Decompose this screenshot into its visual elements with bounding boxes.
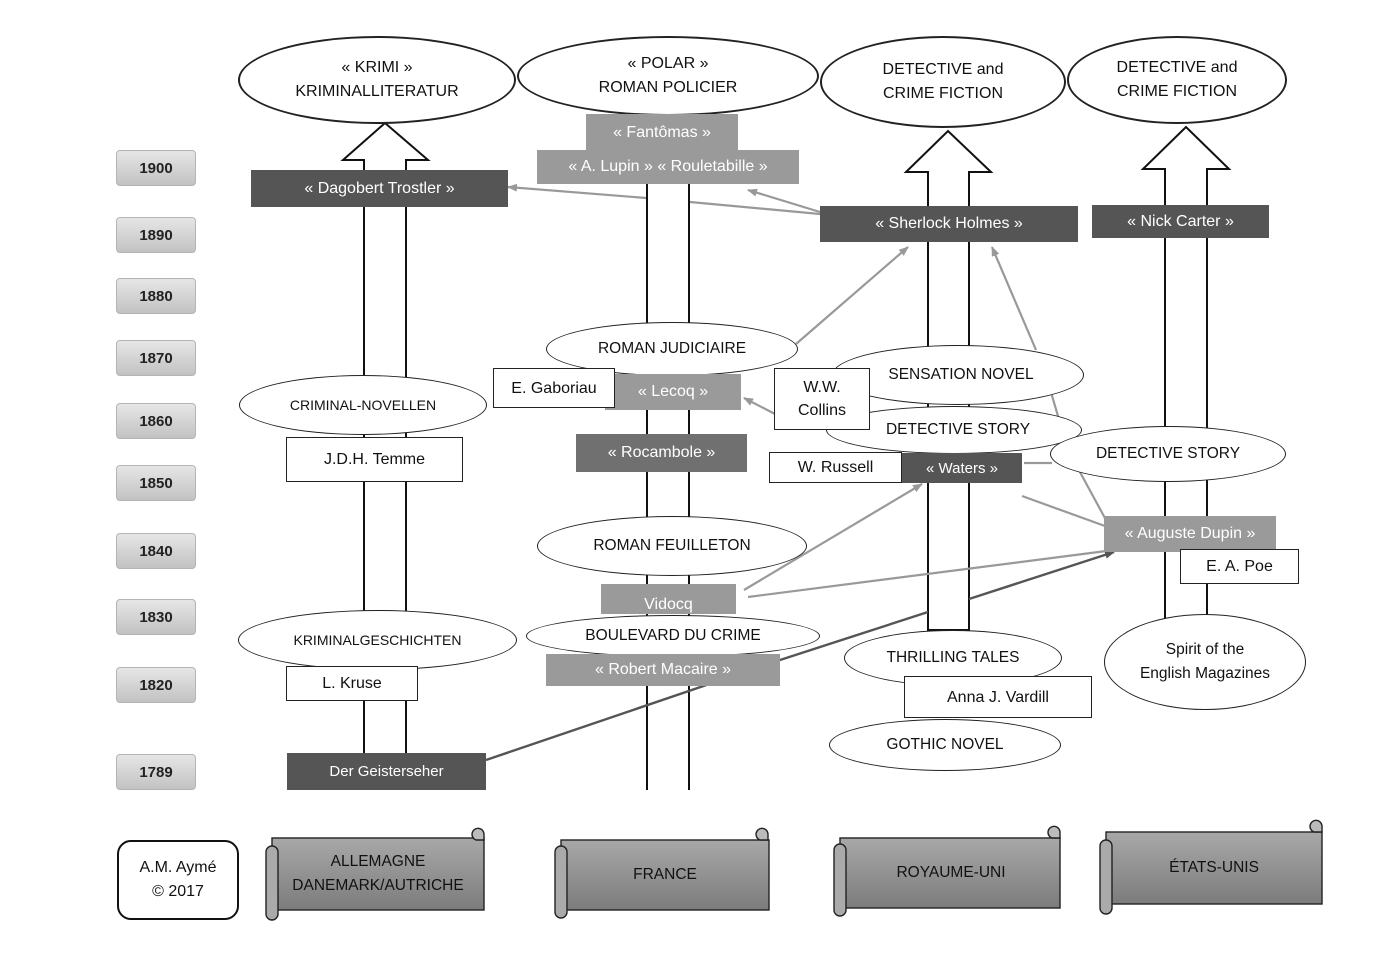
author-gaboriau: E. Gaboriau (493, 368, 615, 408)
genre-sensation-novel: SENSATION NOVEL (832, 345, 1084, 405)
character-robert-macaire: « Robert Macaire » (546, 654, 780, 686)
genre-criminal-novellen: CRIMINAL-NOVELLEN (239, 375, 487, 435)
genre-spirit-line2: English Magazines (1139, 665, 1271, 682)
genre-polar-line1: « POLAR » (627, 55, 709, 72)
genre-polar: « POLAR » ROMAN POLICIER (517, 36, 819, 116)
character-vidocq: Vidocq (601, 584, 736, 614)
genre-detective-uk-line1: DETECTIVE and (882, 61, 1004, 78)
country-us: ÉTATS-UNIS (1169, 859, 1259, 876)
year-1850: 1850 (116, 465, 196, 501)
credit-copyright: © 2017 (152, 883, 204, 900)
year-1860: 1860 (116, 403, 196, 439)
scroll-germany (265, 827, 485, 921)
year-1830: 1830 (116, 599, 196, 635)
character-nick-carter: « Nick Carter » (1092, 205, 1269, 238)
genre-roman-feuilleton: ROMAN FEUILLETON (537, 516, 807, 576)
genre-krimi-line2: KRIMINALLITERATUR (295, 83, 459, 100)
character-lupin-rouletabille: « A. Lupin » « Rouletabille » (537, 150, 799, 184)
genre-gothic-novel: GOTHIC NOVEL (829, 719, 1061, 771)
scroll-france (554, 827, 770, 919)
scroll-uk (833, 825, 1061, 917)
author-collins-line2: Collins (797, 402, 846, 419)
country-uk: ROYAUME-UNI (896, 864, 1006, 881)
character-waters: « Waters » (902, 453, 1022, 483)
year-1900: 1900 (116, 150, 196, 186)
character-lecoq: « Lecoq » (605, 374, 741, 410)
year-1870: 1870 (116, 340, 196, 376)
genre-polar-line2: ROMAN POLICIER (598, 79, 738, 96)
scroll-us (1099, 819, 1323, 915)
year-1840: 1840 (116, 533, 196, 569)
genre-boulevard-du-crime: BOULEVARD DU CRIME (526, 615, 820, 657)
work-der-geisterseher: Der Geisterseher (287, 753, 486, 790)
author-vardill: Anna J. Vardill (904, 676, 1092, 718)
us-column-arrow (1140, 125, 1232, 620)
character-sherlock-holmes: « Sherlock Holmes » (820, 206, 1078, 242)
genre-detective-us: DETECTIVE and CRIME FICTION (1067, 36, 1287, 124)
genre-krimi-line1: « KRIMI » (341, 59, 413, 76)
country-france: FRANCE (633, 866, 697, 883)
genre-detective-uk: DETECTIVE and CRIME FICTION (820, 36, 1066, 128)
country-germany-line2: DANEMARK/AUTRICHE (292, 877, 464, 894)
genre-detective-story-us: DETECTIVE STORY (1050, 426, 1286, 482)
genre-krimi: « KRIMI » KRIMINALLITERATUR (238, 36, 516, 124)
year-1820: 1820 (116, 667, 196, 703)
genre-spirit-english-magazines: Spirit of the English Magazines (1104, 614, 1306, 710)
year-1880: 1880 (116, 278, 196, 314)
character-auguste-dupin: « Auguste Dupin » (1104, 516, 1276, 552)
genre-detective-us-line1: DETECTIVE and (1116, 59, 1238, 76)
genre-spirit-line1: Spirit of the (1165, 641, 1245, 658)
author-poe: E. A. Poe (1180, 549, 1299, 584)
character-rocambole: « Rocambole » (576, 434, 747, 472)
credit-author: A.M. Aymé (139, 859, 217, 876)
author-temme: J.D.H. Temme (286, 437, 463, 482)
author-collins-line1: W.W. (803, 379, 841, 396)
author-collins: W.W. Collins (774, 368, 870, 430)
genre-kriminalgeschichten: KRIMINALGESCHICHTEN (238, 610, 517, 670)
genre-roman-judiciaire: ROMAN JUDICIAIRE (546, 322, 798, 376)
genre-detective-us-line2: CRIME FICTION (1117, 83, 1237, 100)
author-kruse: L. Kruse (286, 666, 418, 701)
country-germany: ALLEMAGNE DANEMARK/AUTRICHE (278, 840, 478, 908)
credit-box: A.M. Aymé © 2017 (117, 840, 239, 920)
genre-detective-uk-line2: CRIME FICTION (883, 85, 1003, 102)
year-1789: 1789 (116, 754, 196, 790)
author-russell: W. Russell (769, 452, 902, 483)
character-fantomas: « Fantômas » (586, 114, 738, 152)
country-germany-line1: ALLEMAGNE (330, 853, 426, 870)
year-1890: 1890 (116, 217, 196, 253)
character-dagobert-trostler: « Dagobert Trostler » (251, 170, 508, 207)
